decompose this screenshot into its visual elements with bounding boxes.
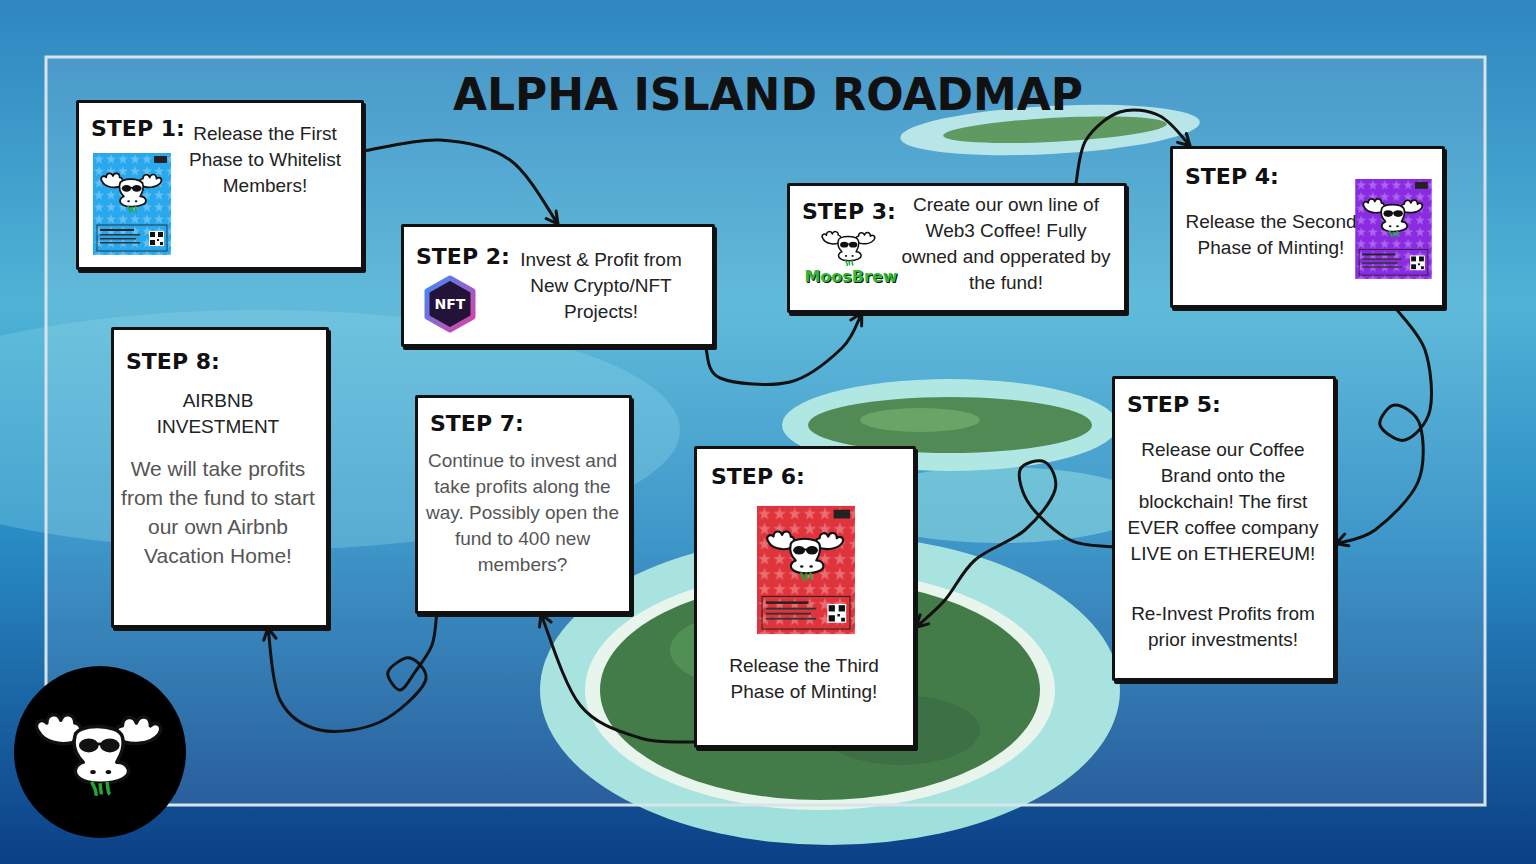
step-box: STEP 1:Release the First Phase to Whitel… xyxy=(76,100,364,270)
flow-arrow xyxy=(540,614,694,742)
step-box: STEP 7: Continue to invest and take profi… xyxy=(415,395,632,614)
frame xyxy=(46,57,1485,805)
step-description: Invest & Profit from New Crypto/NFT Proj… xyxy=(500,247,702,325)
brand-logo xyxy=(812,228,886,266)
step-heading: STEP 5: xyxy=(1127,393,1221,417)
step-box: STEP 2:Invest & Profit from New Crypto/N… xyxy=(401,224,715,347)
step-description: Create our own line of Web3 Coffee! Full… xyxy=(898,192,1114,296)
logo-text: NFT xyxy=(424,297,476,311)
step-box: STEP 5: Release our Coffee Brand onto the… xyxy=(1112,376,1336,681)
logo-badge-part xyxy=(14,666,186,838)
step-heading: STEP 7: xyxy=(430,412,524,436)
logo-badge xyxy=(14,666,186,838)
step-description: Release the Second Phase of Minting! xyxy=(1185,209,1357,261)
step-box: STEP 6: Release the Third Phase of Mintin… xyxy=(694,446,916,748)
flow-arrow xyxy=(916,461,1112,627)
flow-arrow xyxy=(1336,308,1431,546)
flow-arrow xyxy=(264,614,437,731)
step-description: Release the Third Phase of Minting! xyxy=(705,653,903,705)
image-graphic xyxy=(822,232,875,266)
step-heading: STEP 6: xyxy=(711,465,805,489)
step-box: STEP 8: AIRBNB INVESTMENT We will take pro… xyxy=(111,327,329,628)
step-description: We will take profits from the fund to st… xyxy=(120,454,316,570)
image-graphic xyxy=(757,506,855,634)
logo-text: MoosBrew xyxy=(796,268,906,286)
step-box: STEP 3:Create our own line of Web3 Coffe… xyxy=(787,183,1127,313)
flow-arrow xyxy=(364,140,558,224)
logo-badge-part xyxy=(37,715,161,796)
image-graphic xyxy=(1355,179,1431,279)
step-description: AIRBNB INVESTMENT xyxy=(150,388,286,440)
step-description: Continue to invest and take profits alon… xyxy=(426,448,619,578)
nft-card-image xyxy=(757,505,855,635)
step-heading: STEP 1: xyxy=(91,117,185,141)
step-description: Re-Invest Profits from prior investments… xyxy=(1123,601,1323,653)
step-description: Release the First Phase to Whitelist Mem… xyxy=(179,121,351,199)
step-heading: STEP 2: xyxy=(416,245,510,269)
step-description: Release our Coffee Brand onto the blockc… xyxy=(1123,437,1323,567)
step-heading: STEP 3: xyxy=(802,200,896,224)
image-graphic xyxy=(93,153,171,255)
nft-card-image xyxy=(93,153,171,255)
flow-arrow xyxy=(706,313,862,384)
step-box: STEP 4: Release the Second Phase of Minti… xyxy=(1170,146,1445,308)
nft-card-image xyxy=(1355,179,1432,279)
step-heading: STEP 8: xyxy=(126,350,220,374)
step-heading: STEP 4: xyxy=(1185,165,1279,189)
